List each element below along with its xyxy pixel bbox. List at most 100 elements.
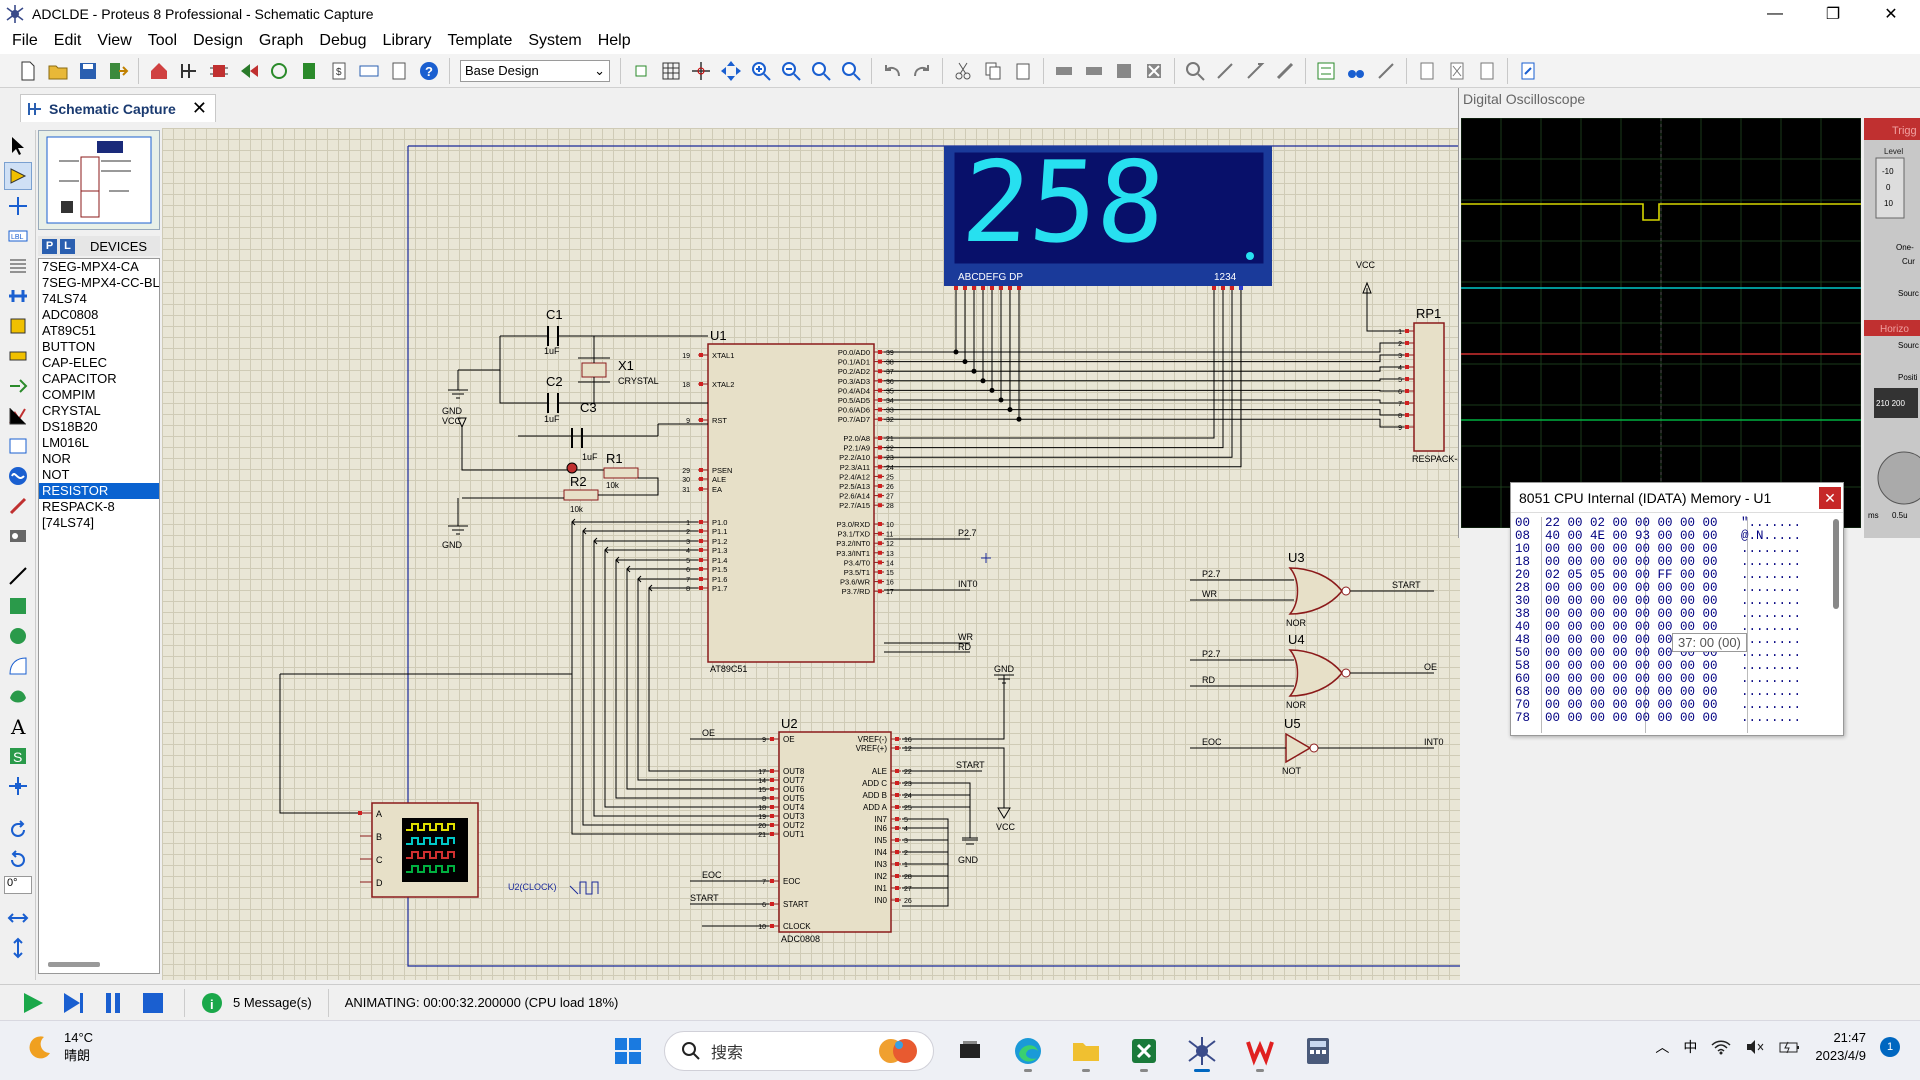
memory-scrollbar[interactable] (1833, 519, 1839, 609)
menu-view[interactable]: View (97, 32, 132, 49)
cut-button[interactable] (949, 57, 977, 85)
2d-circle-button[interactable] (4, 622, 32, 650)
zoom-all-button[interactable] (807, 57, 835, 85)
junction-mode-button[interactable] (4, 192, 32, 220)
rotate-anticlockwise-button[interactable] (4, 846, 32, 874)
2d-box-button[interactable] (4, 592, 32, 620)
design-explorer-button[interactable] (1514, 57, 1542, 85)
device-list-item[interactable]: BUTTON (42, 339, 96, 354)
seven-segment-display[interactable]: 258 ABCDEFG DP 1234 (944, 138, 1272, 286)
ime-indicator[interactable]: 中 (1683, 1039, 1698, 1055)
text-script-mode-button[interactable] (4, 252, 32, 280)
2d-marker-button[interactable] (4, 772, 32, 800)
clock-generator[interactable]: U2(CLOCK) (508, 881, 599, 895)
decompose-button[interactable] (1271, 57, 1299, 85)
selection-mode-button[interactable] (4, 132, 32, 160)
pick-device-button[interactable] (1181, 57, 1209, 85)
mirror-x-button[interactable] (4, 904, 32, 932)
block-rotate-button[interactable] (1110, 57, 1138, 85)
idata-memory-window[interactable]: 8051 CPU Internal (IDATA) Memory - U1 ✕ … (1510, 482, 1844, 736)
refresh-button[interactable] (627, 57, 655, 85)
menu-system[interactable]: System (528, 32, 582, 49)
file-explorer-button[interactable] (1064, 1029, 1108, 1073)
virtual-instrument-button[interactable] (4, 522, 32, 550)
subcircuit-mode-button[interactable] (4, 312, 32, 340)
import-button[interactable] (104, 57, 132, 85)
remove-sheet-button[interactable] (1443, 57, 1471, 85)
library-manager-button[interactable]: L (60, 238, 75, 254)
overview-window[interactable] (38, 130, 160, 230)
save-button[interactable] (74, 57, 102, 85)
device-list-scrollbar[interactable] (48, 962, 100, 967)
device-list-item[interactable]: NOT (42, 467, 70, 482)
device-list-item[interactable]: LM016L (42, 435, 89, 450)
tab-schematic-capture[interactable]: Schematic Capture ✕ (20, 94, 216, 122)
pan-button[interactable] (717, 57, 745, 85)
schematic-button[interactable] (175, 57, 203, 85)
edge-button[interactable] (1006, 1029, 1050, 1073)
make-device-button[interactable] (1211, 57, 1239, 85)
2d-arc-button[interactable] (4, 652, 32, 680)
task-view-button[interactable] (948, 1029, 992, 1073)
wire-autoroute-button[interactable] (1312, 57, 1340, 85)
rotation-angle-input[interactable]: 0° (4, 876, 32, 894)
device-list-item[interactable]: 7SEG-MPX4-CC-BL (42, 275, 159, 290)
menu-help[interactable]: Help (597, 32, 631, 49)
block-copy-button[interactable] (1050, 57, 1078, 85)
minimize-button[interactable]: — (1767, 5, 1783, 22)
device-list-item[interactable]: DS18B20 (42, 419, 98, 434)
new-file-button[interactable] (14, 57, 42, 85)
device-list-item[interactable]: CRYSTAL (42, 403, 101, 418)
device-list-item[interactable]: RESPACK-8 (42, 499, 115, 514)
device-list-item[interactable]: ADC0808 (42, 307, 99, 322)
2d-path-button[interactable] (4, 682, 32, 710)
menu-library[interactable]: Library (382, 32, 432, 49)
stop-button[interactable] (138, 988, 168, 1018)
u5-not-gate[interactable] (1190, 732, 1434, 764)
voltage-probe-button[interactable] (4, 492, 32, 520)
device-list-item[interactable]: CAP-ELEC (42, 355, 108, 370)
block-move-button[interactable] (1080, 57, 1108, 85)
start-button[interactable] (606, 1029, 650, 1073)
menu-design[interactable]: Design (193, 32, 243, 49)
menu-graph[interactable]: Graph (258, 32, 304, 49)
device-pin-mode-button[interactable] (4, 372, 32, 400)
device-list-item[interactable]: CAPACITOR (42, 371, 117, 386)
help-button[interactable]: ? (415, 57, 443, 85)
origin-button[interactable] (687, 57, 715, 85)
cost-button[interactable]: $ (325, 57, 353, 85)
component-mode-button[interactable] (4, 162, 32, 190)
chevron-up-icon[interactable]: ︿ (1655, 1039, 1670, 1055)
u3-nor-gate[interactable] (1190, 567, 1434, 615)
mirror-y-button[interactable] (4, 934, 32, 962)
proteus-taskbar-button[interactable] (1180, 1029, 1224, 1073)
undo-button[interactable] (878, 57, 906, 85)
open-file-button[interactable] (44, 57, 72, 85)
graph-mode-button[interactable] (4, 402, 32, 430)
wps-button[interactable] (1238, 1029, 1282, 1073)
digital-oscilloscope-window[interactable]: Digital Oscilloscope Trigg Level -10 0 1… (1458, 88, 1920, 538)
2d-symbol-button[interactable]: S (4, 742, 32, 770)
grid-toggle-button[interactable] (657, 57, 685, 85)
pcb-button[interactable] (205, 57, 233, 85)
maximize-button[interactable]: ❐ (1825, 6, 1841, 23)
pick-devices-button[interactable]: P (42, 238, 57, 254)
device-list-item[interactable]: 7SEG-MPX4-CA (42, 259, 139, 274)
menu-debug[interactable]: Debug (319, 32, 367, 49)
copy-button[interactable] (979, 57, 1007, 85)
messages-count[interactable]: 5 Message(s) (233, 995, 312, 1010)
terminal-mode-button[interactable] (4, 342, 32, 370)
menu-edit[interactable]: Edit (53, 32, 82, 49)
pause-button[interactable] (98, 988, 128, 1018)
